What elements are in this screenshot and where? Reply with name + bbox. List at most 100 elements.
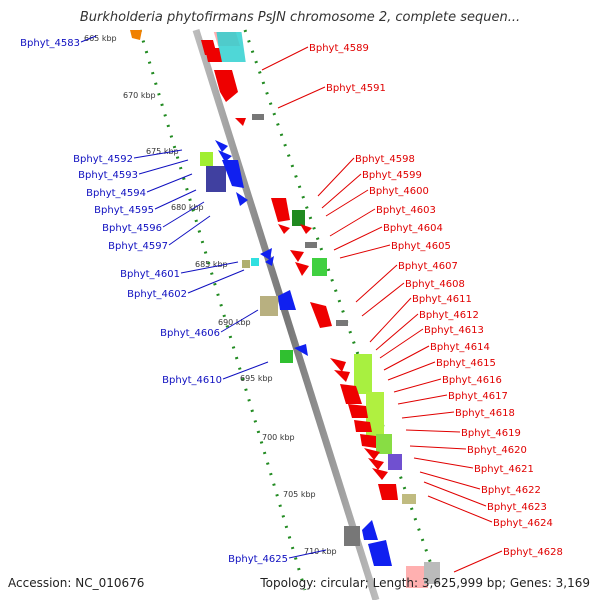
gene-block[interactable] [305,242,317,248]
gene-label-right[interactable]: Bphyt_4615 [436,358,496,369]
gene-arrow[interactable] [265,256,274,266]
gene-arrow[interactable] [235,118,246,126]
gene-label-right[interactable]: Bphyt_4598 [355,154,415,165]
gene-label-left[interactable]: Bphyt_4583 [20,38,80,49]
gene-label-left[interactable]: Bphyt_4595 [94,205,154,216]
gene-arrow[interactable] [218,150,232,162]
gene-label-right[interactable]: Bphyt_4617 [448,391,508,402]
gene-block[interactable] [280,350,293,363]
gene-label-right[interactable]: Bphyt_4603 [376,205,436,216]
gene-label-right[interactable]: Bphyt_4621 [474,464,534,475]
gene-arrow[interactable] [278,290,296,310]
kbp-tick-label: 705 kbp [283,490,316,499]
gene-arrow[interactable] [205,48,222,62]
gene-block[interactable] [292,210,305,226]
leader-line [146,173,193,193]
gene-block[interactable] [312,258,327,276]
leader-line [401,411,455,419]
gene-block[interactable] [242,260,250,268]
gene-arrow[interactable] [354,420,372,432]
gene-block[interactable] [344,526,360,546]
gene-label-right[interactable]: Bphyt_4620 [467,445,527,456]
gene-arrow[interactable] [130,30,142,40]
leader-line [375,313,419,351]
gene-block[interactable] [406,566,428,588]
gene-label-right[interactable]: Bphyt_4622 [481,485,541,496]
gene-label-right[interactable]: Bphyt_4591 [326,83,386,94]
gene-arrow[interactable] [215,140,228,152]
gene-arrow[interactable] [372,468,388,480]
leader-line [321,173,362,209]
gene-label-right[interactable]: Bphyt_4612 [419,310,479,321]
gene-label-left[interactable]: Bphyt_4592 [73,154,133,165]
gene-label-right[interactable]: Bphyt_4608 [405,279,465,290]
gene-arrow[interactable] [290,250,304,262]
gene-arrow[interactable] [378,484,398,500]
gene-arrow[interactable] [362,520,378,540]
gene-label-right[interactable]: Bphyt_4604 [383,223,443,234]
gene-arrow[interactable] [330,358,346,372]
leader-line [317,157,355,197]
gene-arrow[interactable] [360,434,376,448]
gene-block[interactable] [200,152,213,166]
gene-label-left[interactable]: Bphyt_4610 [162,375,222,386]
chromosome-backbone [192,28,380,600]
leader-line [419,471,481,490]
gene-arrow[interactable] [334,370,350,382]
gene-label-left[interactable]: Bphyt_4606 [160,328,220,339]
gene-label-right[interactable]: Bphyt_4624 [493,518,553,529]
gene-block[interactable] [354,354,372,394]
gene-label-right[interactable]: Bphyt_4589 [309,43,369,54]
gene-label-left[interactable]: Bphyt_4597 [108,241,168,252]
gene-block[interactable] [424,562,440,584]
gene-label-left[interactable]: Bphyt_4602 [127,289,187,300]
gene-block[interactable] [216,32,246,62]
gene-block[interactable] [336,320,348,326]
gene-arrow[interactable] [236,192,248,206]
gene-arrow[interactable] [294,344,308,356]
gene-label-right[interactable]: Bphyt_4605 [391,241,451,252]
gene-arrow[interactable] [214,70,238,102]
gene-label-right[interactable]: Bphyt_4623 [487,502,547,513]
gene-label-right[interactable]: Bphyt_4599 [362,170,422,181]
gene-block[interactable] [252,114,264,120]
gene-label-right[interactable]: Bphyt_4619 [461,428,521,439]
gene-block[interactable] [402,494,416,504]
gene-label-right[interactable]: Bphyt_4607 [398,261,458,272]
gene-arrow[interactable] [348,404,368,418]
gene-label-left[interactable]: Bphyt_4625 [228,554,288,565]
gene-label-left[interactable]: Bphyt_4596 [102,223,162,234]
gene-label-left[interactable]: Bphyt_4594 [86,188,146,199]
gene-label-right[interactable]: Bphyt_4600 [369,186,429,197]
gene-block[interactable] [206,166,226,192]
gene-block[interactable] [376,434,392,454]
gene-block[interactable] [388,454,402,470]
gene-arrow[interactable] [271,198,290,222]
gene-label-right[interactable]: Bphyt_4616 [442,375,502,386]
gene-label-right[interactable]: Bphyt_4613 [424,325,484,336]
gene-arrow[interactable] [222,160,244,188]
gene-arrow[interactable] [278,224,290,234]
gene-block[interactable] [251,258,259,266]
gene-label-right[interactable]: Bphyt_4611 [412,294,472,305]
leader-line [168,215,211,246]
gene-arrow[interactable] [364,448,380,460]
leader-line [379,328,424,359]
gene-label-left[interactable]: Bphyt_4601 [120,269,180,280]
gene-arrow[interactable] [300,224,312,234]
kbp-tick-label: 695 kbp [240,374,273,383]
gene-arrow[interactable] [295,262,309,276]
gene-arrow[interactable] [310,302,332,328]
gene-label-right[interactable]: Bphyt_4618 [455,408,515,419]
gene-block[interactable] [260,296,278,316]
gene-arrow[interactable] [340,384,362,404]
gene-arrow[interactable] [368,458,384,470]
kbp-tick-label: 690 kbp [218,318,251,327]
leader-line [222,361,269,380]
gene-label-right[interactable]: Bphyt_4614 [430,342,490,353]
gene-arrow[interactable] [260,248,272,260]
gene-arrow[interactable] [368,540,392,566]
gene-label-right[interactable]: Bphyt_4628 [503,547,563,558]
gene-label-left[interactable]: Bphyt_4593 [78,170,138,181]
